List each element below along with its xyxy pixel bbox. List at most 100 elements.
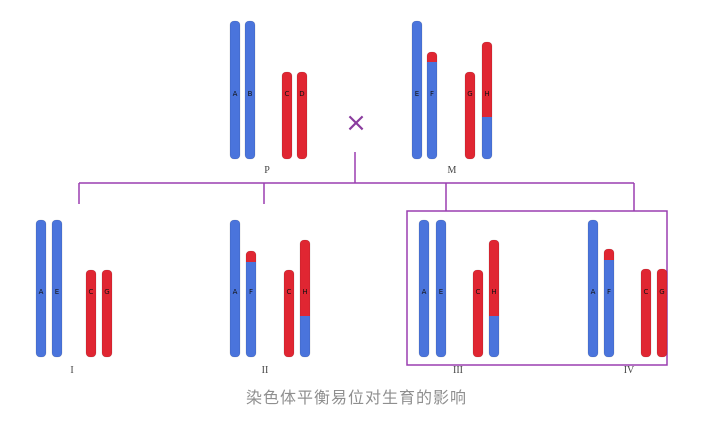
chromosome: H xyxy=(488,239,500,358)
chromosome-outline xyxy=(229,20,241,160)
gene-label: C xyxy=(89,288,94,296)
chromosome: C xyxy=(85,269,97,358)
diagram-caption: 染色体平衡易位对生育的影响 xyxy=(245,388,467,407)
chromosome-outline xyxy=(299,239,311,358)
chromosome-outline xyxy=(35,219,47,358)
chromosome-segment xyxy=(419,220,429,357)
chromosome: F xyxy=(426,51,438,160)
chromosome: A xyxy=(229,219,241,358)
chromosome: E xyxy=(51,219,63,358)
chromosome: D xyxy=(296,71,308,160)
chromosome-outline xyxy=(296,71,308,160)
gene-label: H xyxy=(491,288,496,296)
chromosome-segment xyxy=(641,269,651,357)
chromosome-outline xyxy=(244,20,256,160)
offspring-label-I: I xyxy=(70,365,73,376)
chromosome-segment xyxy=(465,72,475,159)
chromosome: A xyxy=(229,20,241,160)
chromosome-outline xyxy=(283,269,295,358)
chromosome-segment xyxy=(300,316,310,357)
chromosome-segment xyxy=(86,270,96,357)
chromosome-outline xyxy=(435,219,447,358)
gene-label: C xyxy=(476,288,481,296)
chromosome: C xyxy=(283,269,295,358)
gene-label: A xyxy=(591,288,596,296)
chromosome: F xyxy=(245,250,257,358)
gene-label: F xyxy=(607,288,611,296)
chromosome: C xyxy=(281,71,293,160)
chromosome: A xyxy=(418,219,430,358)
offspring-label-II: II xyxy=(262,365,269,376)
chromosome-segment xyxy=(657,269,667,357)
chromosome-segment xyxy=(604,260,614,357)
chromosome-outline xyxy=(481,41,493,160)
chromosome-outline xyxy=(411,20,423,160)
chromosome: B xyxy=(244,20,256,160)
offspring-label-III: III xyxy=(453,365,463,376)
gene-label: G xyxy=(467,90,472,98)
chromosome-outline xyxy=(229,219,241,358)
chromosome-outline xyxy=(488,239,500,358)
chromosome-outline xyxy=(656,268,668,358)
gene-label: F xyxy=(249,288,253,296)
gene-label: G xyxy=(659,288,664,296)
chromosome-segment xyxy=(412,21,422,159)
gene-label: E xyxy=(55,288,59,296)
chromosome-outline xyxy=(472,269,484,358)
chromosome: E xyxy=(435,219,447,358)
gene-label: A xyxy=(422,288,427,296)
parent-label-P: P xyxy=(264,165,270,176)
chromosome: C xyxy=(640,268,652,358)
chromosome-segment xyxy=(297,72,307,159)
chromosome: A xyxy=(35,219,47,358)
gene-label: H xyxy=(302,288,307,296)
chromosome-segment xyxy=(604,249,614,260)
chromosome-segment xyxy=(284,270,294,357)
chromosome-outline xyxy=(464,71,476,160)
chromosome-outline xyxy=(418,219,430,358)
gene-label: G xyxy=(104,288,109,296)
chromosome: H xyxy=(299,239,311,358)
gene-label: A xyxy=(233,288,238,296)
pedigree-lines xyxy=(78,152,668,366)
chromosome: E xyxy=(411,20,423,160)
chromosome-outline xyxy=(245,250,257,358)
chromosome-outline xyxy=(587,219,599,358)
chromosome-segment xyxy=(436,220,446,357)
chromosome-segment xyxy=(102,270,112,357)
chromosome-segment xyxy=(52,220,62,357)
gene-label: F xyxy=(430,90,434,98)
chromosome: C xyxy=(472,269,484,358)
chromosome-outline xyxy=(426,51,438,160)
parent-label-M: M xyxy=(448,165,457,176)
chromosome-segment xyxy=(230,220,240,357)
chromosome-segment xyxy=(489,316,499,357)
gene-label: C xyxy=(285,90,290,98)
chromosome-segment xyxy=(427,52,437,62)
chromosome-segment xyxy=(588,220,598,357)
chromosome-segment xyxy=(427,62,437,159)
chromosome: A xyxy=(587,219,599,358)
cross-symbol: × xyxy=(345,108,367,138)
chromosome-segment xyxy=(282,72,292,159)
gene-label: B xyxy=(248,90,253,98)
chromosome-segment xyxy=(489,240,499,316)
gene-label: D xyxy=(299,90,304,98)
gene-label: A xyxy=(39,288,44,296)
chromosome-segment xyxy=(300,240,310,316)
chromosome: G xyxy=(464,71,476,160)
offspring-label-IV: IV xyxy=(624,365,635,376)
chromosome-outline xyxy=(281,71,293,160)
gene-label: A xyxy=(233,90,238,98)
gene-label: E xyxy=(415,90,419,98)
chromosome: G xyxy=(101,269,113,358)
gene-label: C xyxy=(287,288,292,296)
chromosome-outline xyxy=(85,269,97,358)
chromosome: F xyxy=(603,248,615,358)
chromosome-segment xyxy=(230,21,240,159)
chromosome-outline xyxy=(603,248,615,358)
chromosome-segment xyxy=(246,262,256,357)
